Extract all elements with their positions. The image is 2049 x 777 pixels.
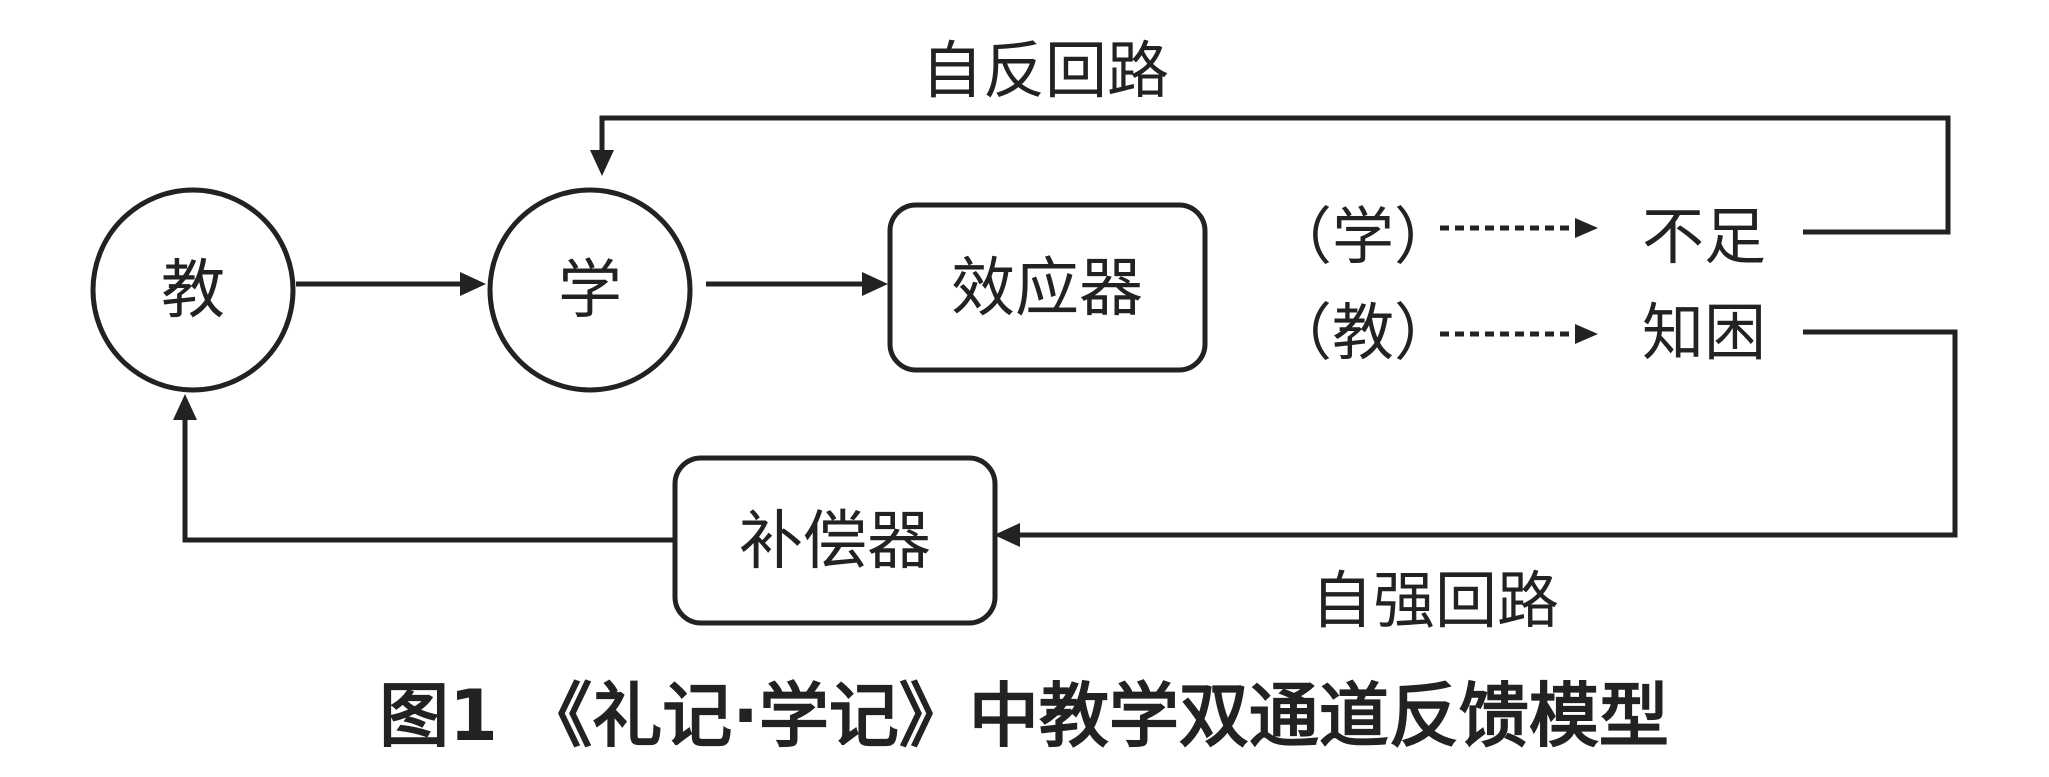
compensator-to-teach-arrowhead: [173, 394, 197, 420]
self-strengthening-loop-label: 自强回路: [1311, 564, 1559, 637]
figure-caption: 图1 《礼记·学记》中教学双通道反馈模型: [379, 675, 1669, 757]
self-reflection-arrowhead: [590, 150, 614, 176]
learn-node-label: 学: [558, 254, 622, 328]
self-reflection-loop-label: 自反回路: [921, 34, 1169, 107]
teach-paren-label: （教）: [1270, 296, 1456, 369]
learn-paren-label: （学）: [1270, 200, 1456, 273]
learn-dashed-arrowhead: [1575, 218, 1598, 238]
self-strengthening-loop-line: [1020, 329, 1958, 538]
effector-label: 效应器: [951, 252, 1143, 326]
learn-to-effector-arrowhead: [862, 272, 888, 296]
self-strengthening-arrowhead: [994, 523, 1020, 547]
insufficiency-label: 不足: [1642, 200, 1766, 273]
teach-node: 教: [90, 187, 296, 393]
compensator-label: 补偿器: [739, 505, 931, 579]
effector-box: 效应器: [887, 202, 1208, 373]
self-reflection-loop-line: [599, 115, 1951, 235]
learn-node: 学: [487, 187, 693, 393]
compensator-box: 补偿器: [672, 455, 998, 626]
teach-dashed-arrowhead: [1575, 324, 1598, 344]
teach-to-learn-arrowhead: [460, 272, 486, 296]
compensator-to-teach-line: [182, 420, 675, 543]
teach-node-label: 教: [161, 254, 225, 328]
know-difficulty-label: 知困: [1642, 296, 1766, 369]
